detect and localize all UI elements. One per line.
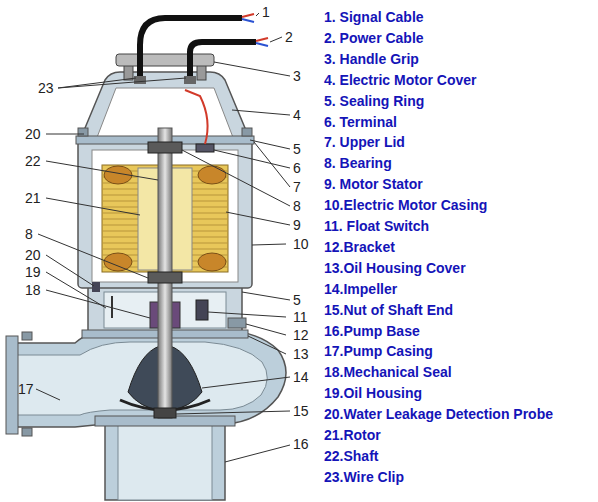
part-name: 7. Upper Lid xyxy=(324,134,405,150)
part-name: 6. Terminal xyxy=(324,114,397,130)
handle-grip xyxy=(116,54,214,66)
callout-number: 14 xyxy=(293,369,309,385)
callout-number: 21 xyxy=(25,190,41,206)
part-name: 23.Wire Clip xyxy=(324,469,404,485)
shaft-nut xyxy=(154,408,176,418)
flange-bolt xyxy=(22,428,32,436)
stator-coil xyxy=(198,253,226,271)
callout-number: 20 xyxy=(25,247,41,263)
wire-end xyxy=(242,19,254,22)
callout-number: 1 xyxy=(262,4,270,20)
callout-number: 6 xyxy=(293,160,301,176)
callout-number: 23 xyxy=(38,80,54,96)
flange-bolt xyxy=(22,332,32,340)
part-name: 16.Pump Base xyxy=(324,323,420,339)
part-name: 8. Bearing xyxy=(324,155,392,171)
part-name: 22.Shaft xyxy=(324,448,378,464)
callout-number: 12 xyxy=(293,327,309,343)
callout-number: 17 xyxy=(18,381,34,397)
callout-number: 5 xyxy=(293,141,301,157)
callout-number: 9 xyxy=(293,217,301,233)
callout-number: 20 xyxy=(25,126,41,142)
terminal-wire xyxy=(185,90,208,144)
callout-number: 15 xyxy=(293,403,309,419)
callout-number: 8 xyxy=(25,226,33,242)
part-name: 17.Pump Casing xyxy=(324,343,433,359)
part-name: 2. Power Cable xyxy=(324,30,424,46)
callout-number: 8 xyxy=(293,198,301,214)
callout-number: 2 xyxy=(285,29,293,45)
callout-number: 18 xyxy=(25,282,41,298)
wire-end xyxy=(242,14,254,17)
float-switch xyxy=(196,300,208,320)
callout-number: 22 xyxy=(25,153,41,169)
part-name: 15.Nut of Shaft End xyxy=(324,302,453,318)
wire-end xyxy=(256,38,268,41)
part-name: 19.Oil Housing xyxy=(324,385,422,401)
callout-number: 3 xyxy=(293,68,301,84)
bearing xyxy=(148,272,182,283)
wire-clip xyxy=(134,76,146,84)
terminal xyxy=(196,144,214,152)
callout-number: 11 xyxy=(293,309,308,325)
callout-number: 5 xyxy=(293,292,301,308)
part-name: 9. Motor Stator xyxy=(324,176,423,192)
callout-number: 7 xyxy=(293,179,301,195)
outlet-flange xyxy=(6,336,18,434)
callout-number: 16 xyxy=(293,436,309,452)
part-name: 10.Electric Motor Casing xyxy=(324,197,487,213)
water-probe xyxy=(92,282,100,292)
wire-end xyxy=(256,43,268,46)
impeller xyxy=(170,346,202,410)
water-passage xyxy=(8,342,267,415)
part-name: 12.Bracket xyxy=(324,239,395,255)
part-name: 1. Signal Cable xyxy=(324,9,424,25)
part-name: 5. Sealing Ring xyxy=(324,93,424,109)
part-name: 21.Rotor xyxy=(324,427,381,443)
part-name: 13.Oil Housing Cover xyxy=(324,260,466,276)
bracket xyxy=(228,318,246,328)
cover-bolt xyxy=(78,128,88,136)
stator-coil xyxy=(198,166,226,184)
impeller xyxy=(128,346,160,410)
wire-clip xyxy=(184,76,196,84)
cover-bolt xyxy=(242,128,252,136)
part-name: 3. Handle Grip xyxy=(324,51,419,67)
part-name: 11. Float Switch xyxy=(324,218,429,234)
part-name: 14.Impeller xyxy=(324,281,397,297)
part-name: 20.Water Leakage Detection Probe xyxy=(324,406,553,422)
leader-lines xyxy=(36,13,290,462)
power-cable xyxy=(190,42,256,82)
pump-base xyxy=(105,420,225,500)
callout-number: 10 xyxy=(293,236,309,252)
bearing xyxy=(148,142,182,153)
callout-number: 19 xyxy=(25,264,41,280)
base-inlet xyxy=(118,420,212,500)
callout-number: 4 xyxy=(293,107,301,123)
callout-number: 13 xyxy=(293,346,309,362)
part-name: 4. Electric Motor Cover xyxy=(324,72,477,88)
part-name: 18.Mechanical Seal xyxy=(324,364,452,380)
leakage-probe xyxy=(111,296,113,318)
